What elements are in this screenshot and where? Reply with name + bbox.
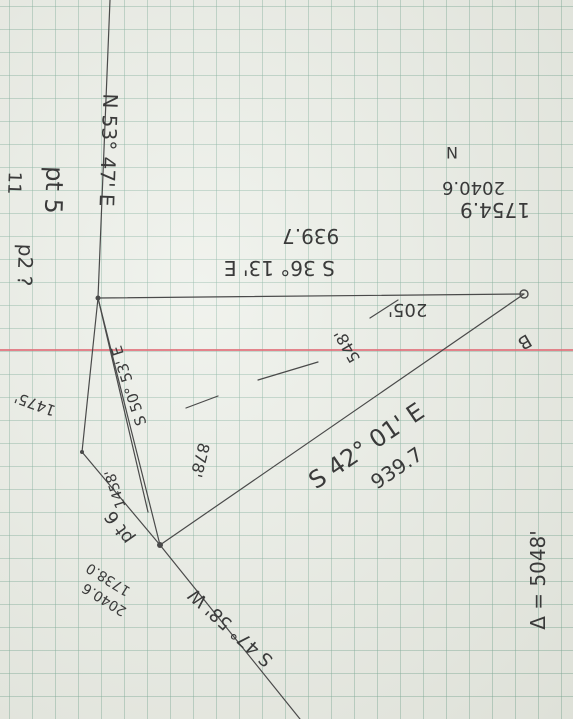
station-point-6 [157,542,163,548]
tick-stroke-3 [369,299,399,319]
label-n: N [446,143,458,162]
value-205: 205' [388,299,428,320]
label-pt5: pt 5 [38,165,69,215]
tick-stroke-1 [257,361,319,381]
traverse-line-hypotenuse [159,293,525,546]
label-pt5-sub: p2 ? [12,243,38,287]
coord-n-2: 2040.6 [442,177,505,198]
traverse-line-north [97,0,111,299]
coord-n-1: 1754.9 [460,198,530,222]
tick-stroke-2 [185,395,219,409]
station-point-inner [80,450,84,454]
label-delta: Δ = 5048' [525,530,550,630]
traverse-line-inner-3 [97,297,149,513]
mark-11: 11 [3,171,25,195]
traverse-line-inner-1 [81,297,99,453]
traverse-line-bearing [97,297,161,546]
red-margin-line [0,349,573,351]
station-point-5 [95,295,101,301]
traverse-line-inner-2 [81,451,161,546]
traverse-line-south [159,544,301,719]
traverse-line-top [97,293,525,299]
bearing-s36: S 36° 13' E [224,256,335,280]
dist-s36: 939.7 [282,224,340,248]
station-point-b [519,289,529,299]
bearing-n53: N 53° 47' E [94,93,123,207]
